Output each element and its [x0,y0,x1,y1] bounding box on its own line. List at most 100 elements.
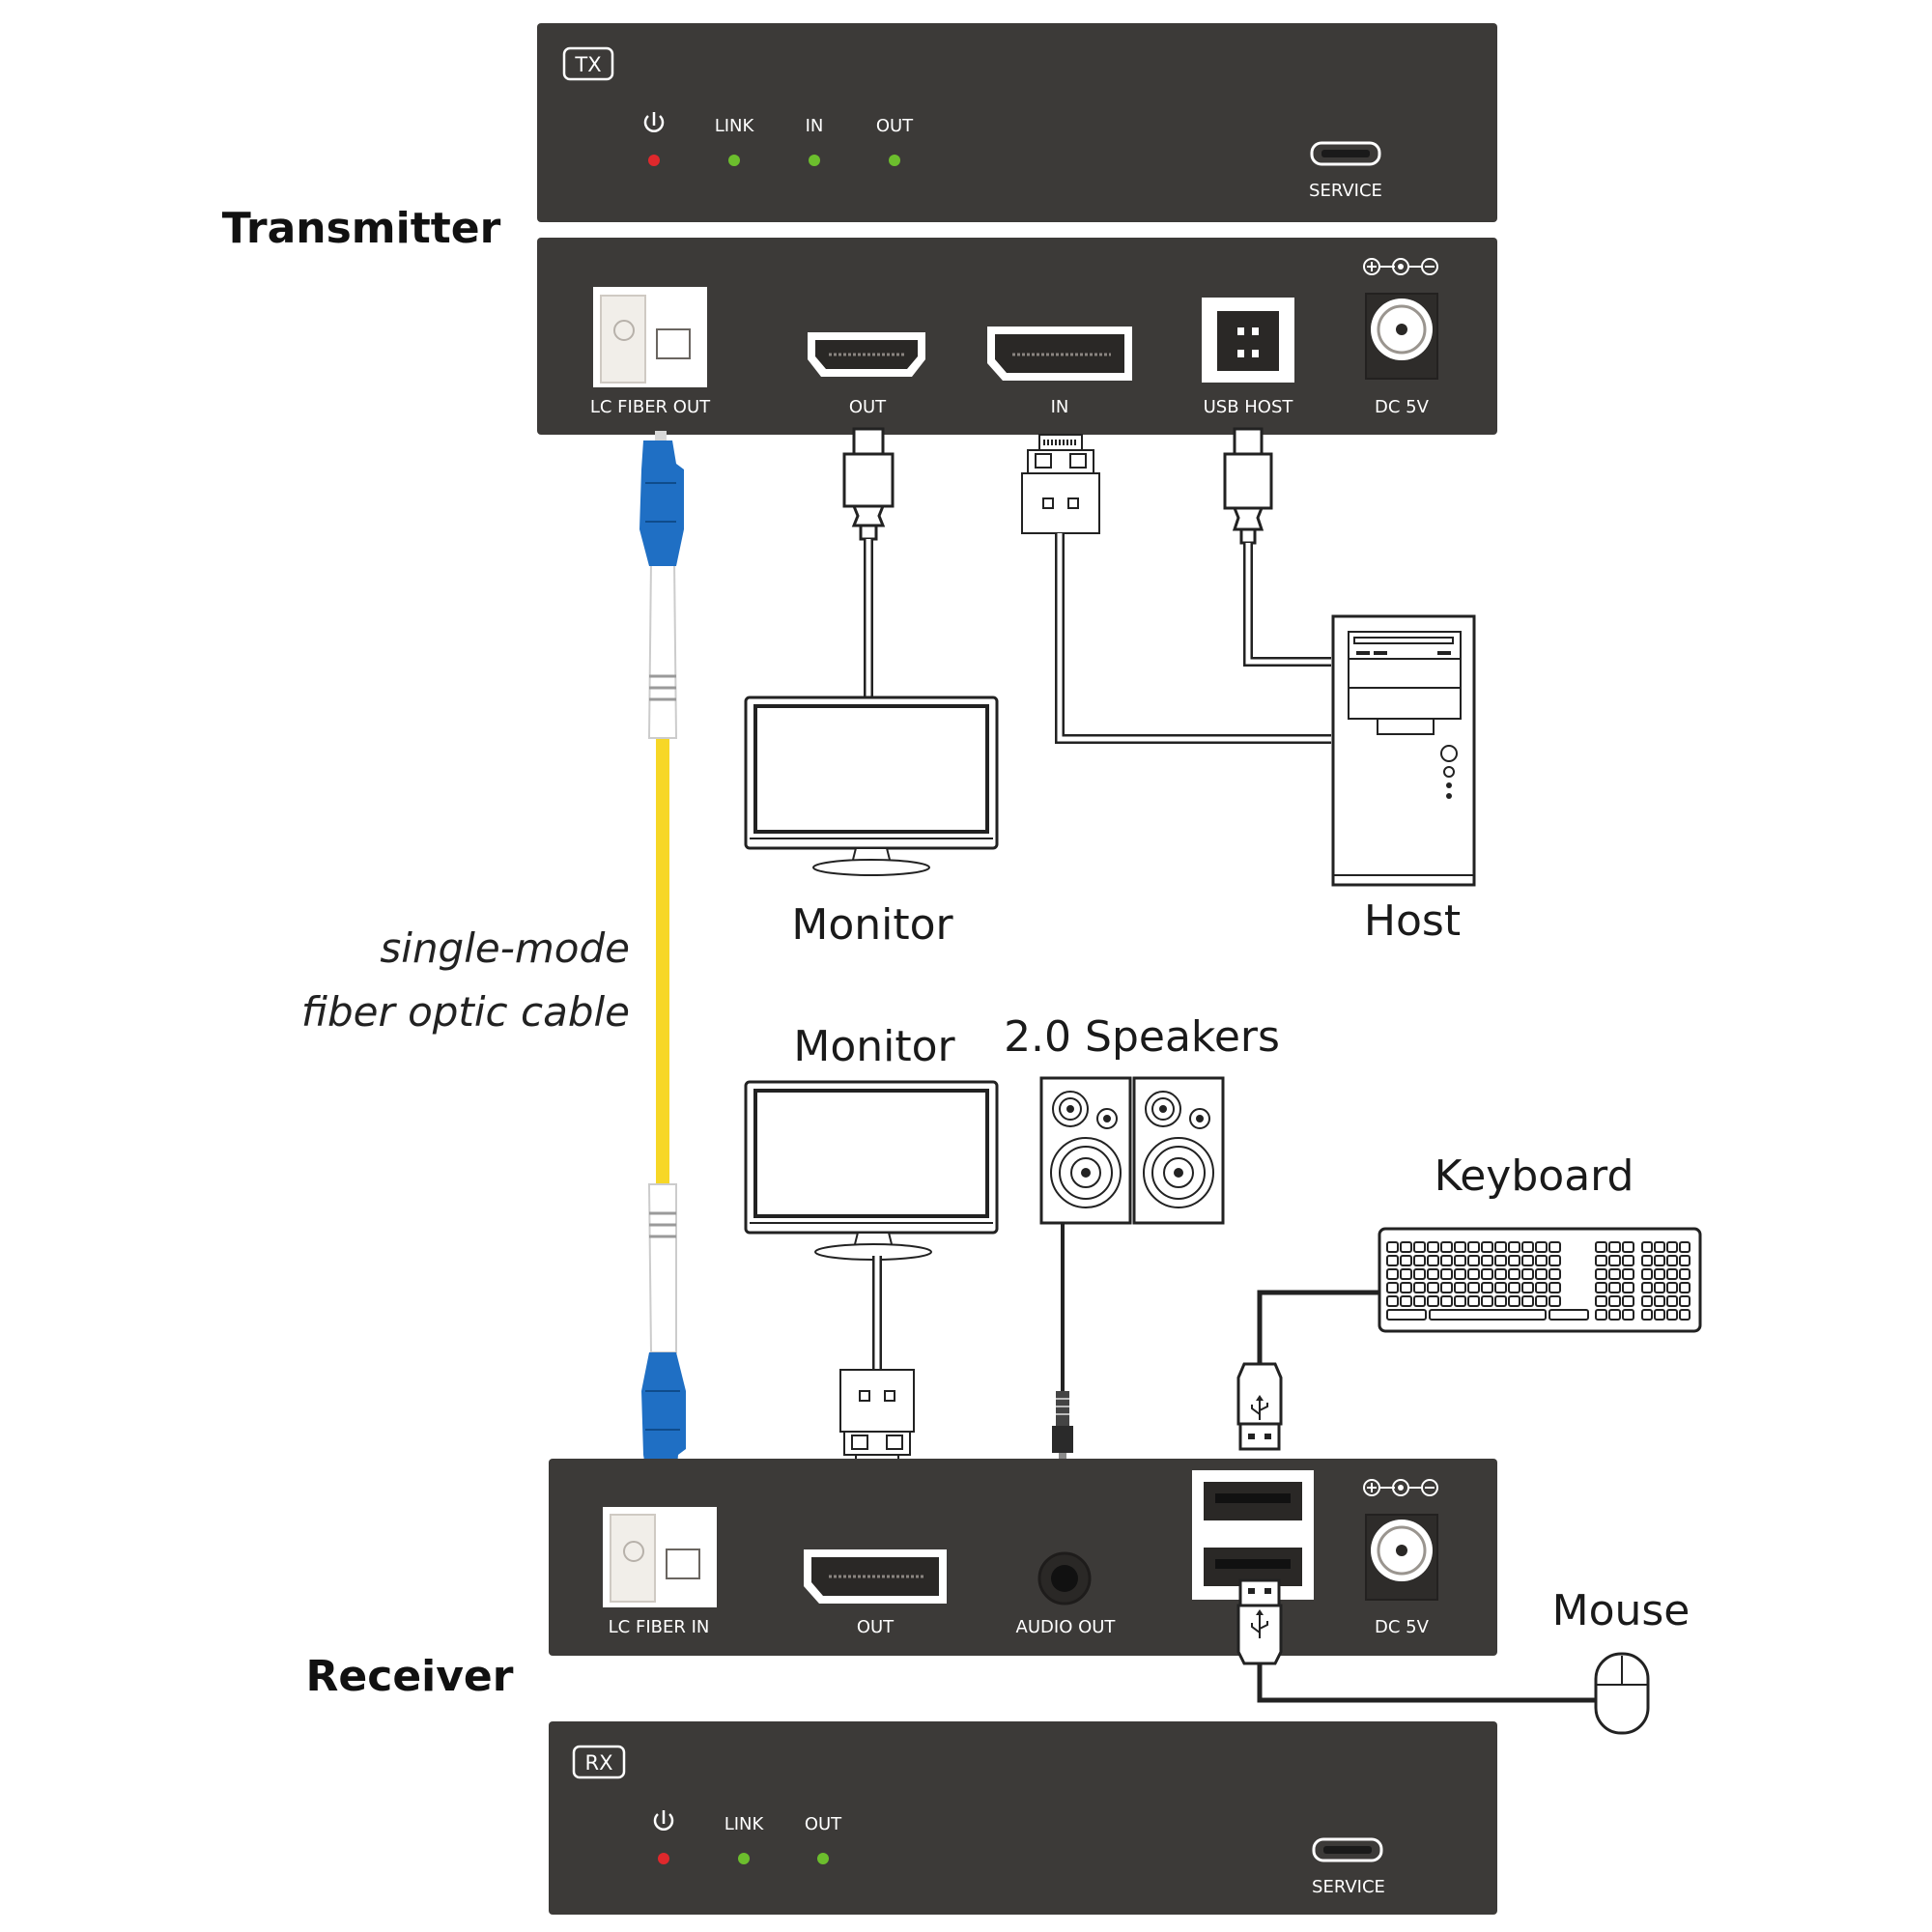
receiver-title: Receiver [306,1652,514,1701]
keyboard-key [1440,1282,1453,1293]
rx-out-led [817,1853,829,1864]
rx-displayport-out-port[interactable] [804,1549,947,1604]
keyboard-key [1666,1255,1678,1266]
keyboard-key [1641,1268,1653,1280]
tx-dc-power-port[interactable] [1365,293,1438,380]
rx-badge: RX [585,1751,613,1775]
keyboard-key [1548,1241,1561,1253]
keyboard-key [1548,1309,1589,1321]
keyboard-key [1440,1295,1453,1307]
audio-cable [1052,1223,1073,1492]
keyboard-key [1608,1309,1621,1321]
rx-front-panel: RX LINK OUT SERVICE [549,1721,1497,1915]
keyboard-key [1622,1255,1634,1266]
tx-displayport-in-port[interactable] [987,327,1132,381]
usb-icon [1251,1609,1268,1638]
keyboard-key [1413,1295,1426,1307]
tx-badge: TX [574,53,601,76]
keyboard-key [1467,1295,1480,1307]
keyboard-key [1595,1282,1607,1293]
keyboard-key [1548,1268,1561,1280]
keyboard-key [1413,1268,1426,1280]
keyboard-key [1386,1255,1399,1266]
keyboard-key [1622,1241,1634,1253]
transmitter-title: Transmitter [222,204,501,253]
keyboard-key [1595,1241,1607,1253]
rx-service-port[interactable] [1312,1837,1383,1862]
tx-usb-host-port[interactable] [1202,298,1294,383]
tx-polarity-icon [1363,258,1438,275]
rx-dc-power-port[interactable] [1365,1514,1438,1601]
tx-lc-fiber-port[interactable] [593,287,707,387]
speakers-label: 2.0 Speakers [1004,1012,1280,1062]
cable-label-line1: single-mode [380,924,630,972]
keyboard-key [1494,1268,1507,1280]
mouse-label: Mouse [1552,1586,1690,1635]
rx-monitor-icon [744,1080,999,1261]
rx-port-audio-out: AUDIO OUT [1016,1617,1117,1637]
keyboard-key [1494,1241,1507,1253]
tx-usb-cable [1223,427,1331,667]
keyboard-key [1679,1309,1690,1321]
keyboard-key [1454,1282,1466,1293]
keyboard-key [1413,1255,1426,1266]
keyboard-key [1454,1241,1466,1253]
tx-service-port[interactable] [1310,141,1381,166]
rx-power-led [658,1853,669,1864]
keyboard-key [1494,1282,1507,1293]
keyboard-key [1548,1295,1561,1307]
keyboard-key [1427,1255,1439,1266]
tx-hdmi-out-port[interactable] [808,332,925,377]
keyboard-key [1508,1268,1520,1280]
keyboard-key [1666,1282,1678,1293]
keyboard-key [1481,1241,1493,1253]
rx-link-led [738,1853,750,1864]
tx-displayport-cable [1021,434,1331,744]
keyboard-key [1641,1241,1653,1253]
keyboard-key [1622,1309,1634,1321]
keyboard-key [1427,1241,1439,1253]
keyboard-key [1440,1255,1453,1266]
keyboard-key [1440,1241,1453,1253]
keyboard-key [1535,1282,1548,1293]
keyboard-key [1679,1268,1690,1280]
tx-power-led [648,155,660,166]
keyboard-key [1595,1295,1607,1307]
keyboard-key [1608,1295,1621,1307]
mouse-cable [1236,1578,1596,1703]
rx-port-out: OUT [857,1617,895,1637]
tx-front-panel: TX LINK IN OUT SERVICE [537,23,1497,222]
rx-lc-fiber-port[interactable] [603,1507,717,1607]
keyboard-label: Keyboard [1435,1151,1634,1201]
tx-indicator-in: IN [806,116,824,136]
keyboard-key [1386,1282,1399,1293]
keyboard-key [1641,1309,1653,1321]
keyboard-key [1535,1241,1548,1253]
keyboard-key [1548,1282,1561,1293]
keyboard-key [1535,1295,1548,1307]
keyboard-icon [1378,1227,1702,1333]
keyboard-key [1454,1255,1466,1266]
keyboard-key [1494,1255,1507,1266]
keyboard-key [1427,1295,1439,1307]
keyboard-key [1508,1241,1520,1253]
keyboard-key [1608,1268,1621,1280]
keyboard-key [1608,1282,1621,1293]
keyboard-key [1481,1282,1493,1293]
keyboard-key [1467,1241,1480,1253]
keyboard-key [1679,1282,1690,1293]
tx-port-out: OUT [849,397,887,417]
keyboard-cable [1236,1290,1379,1451]
cable-label-line2: fiber optic cable [301,988,630,1036]
keyboard-key [1467,1255,1480,1266]
keyboard-key [1535,1255,1548,1266]
rx-audio-out-port[interactable] [1037,1551,1092,1605]
keyboard-key [1666,1268,1678,1280]
keyboard-key [1608,1255,1621,1266]
keyboard-key [1481,1295,1493,1307]
keyboard-key [1427,1268,1439,1280]
keyboard-key [1654,1241,1665,1253]
keyboard-key [1386,1295,1399,1307]
keyboard-key [1521,1241,1534,1253]
